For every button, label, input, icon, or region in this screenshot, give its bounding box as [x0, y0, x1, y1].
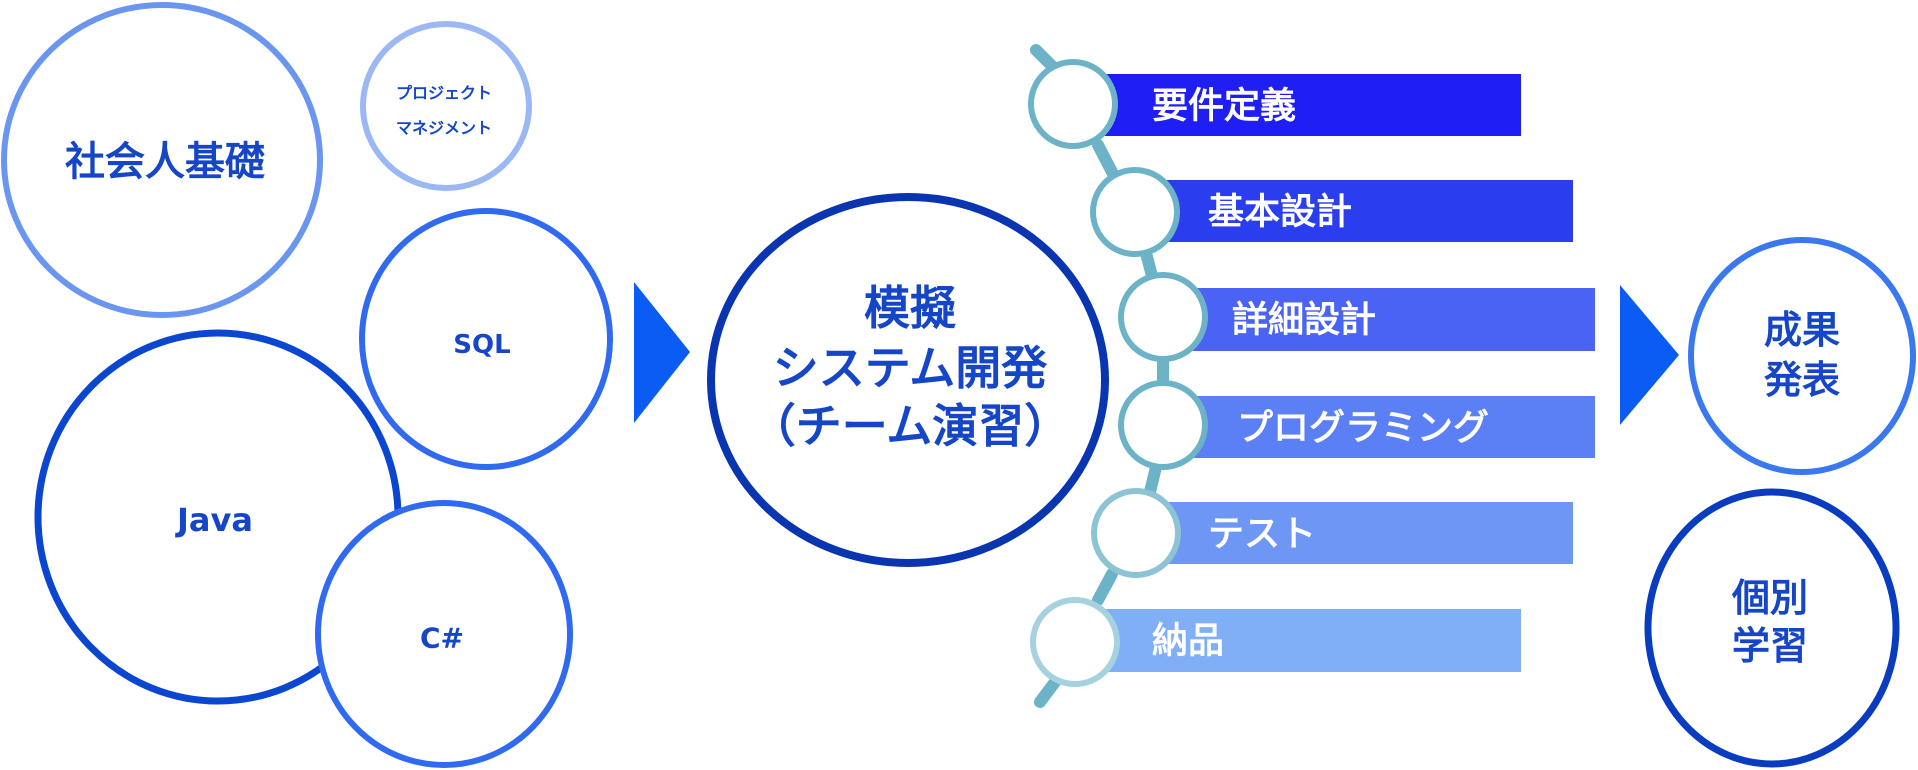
phase-bar-programming: [1180, 396, 1595, 458]
project-management-label-line2: マネジメント: [396, 119, 492, 138]
phase-bar-delivery: [1100, 609, 1521, 672]
chain-ring-icon: [1118, 380, 1208, 470]
project-management-label-line1: プロジェクト: [396, 84, 492, 103]
chain-link: [1140, 247, 1158, 282]
business-basics-label: 社会人基礎: [65, 139, 265, 185]
chain-link: [1144, 461, 1162, 498]
phase-label-detailed-design: 詳細設計: [1232, 300, 1376, 341]
skill-project-management: プロジェクト マネジメント: [360, 21, 532, 191]
csharp-label: C#: [420, 622, 464, 655]
phase-label-basic-design: 基本設計: [1208, 192, 1352, 233]
phase-label-requirements: 要件定義: [1152, 86, 1296, 127]
skill-business-basics: 社会人基礎: [1, 2, 323, 318]
main-label-line1: 模擬: [864, 281, 956, 335]
individual-label-line2: 学習: [1732, 624, 1808, 668]
main-label-line3: （チーム演習）: [750, 399, 1071, 453]
chain-ring-icon: [1118, 272, 1208, 362]
phase-bar-detailed-design: [1180, 288, 1595, 351]
phase-bars: [1100, 74, 1595, 672]
outcome-individual-study: 個別 学習: [1644, 488, 1900, 768]
phase-label-programming: プログラミング: [1237, 408, 1489, 449]
chain-ring-icon: [1028, 59, 1118, 149]
phase-bar-basic-design: [1150, 180, 1573, 242]
phase-label-test: テスト: [1208, 514, 1316, 555]
skill-sql: SQL: [359, 208, 613, 470]
phase-bar-test: [1150, 502, 1573, 564]
presentation-label-line1: 成果: [1764, 308, 1840, 352]
java-label: Java: [175, 501, 253, 539]
arrow-right-icon: [1620, 285, 1679, 425]
main-simulated-development: 模擬 システム開発 （チーム演習）: [707, 193, 1109, 567]
sql-label: SQL: [453, 330, 510, 360]
phase-bar-requirements: [1100, 74, 1521, 136]
presentation-label-line2: 発表: [1764, 358, 1840, 402]
chain-link: [1092, 139, 1118, 178]
chain-link: [1034, 676, 1061, 708]
chain-ring-icon: [1030, 597, 1120, 687]
chain-ring-icon: [1091, 488, 1181, 578]
phase-chain: [1028, 44, 1208, 708]
phase-label-delivery: 納品: [1152, 621, 1224, 662]
skill-csharp: C#: [315, 500, 573, 768]
arrow-right-icon: [634, 282, 690, 423]
chain-link: [1030, 44, 1058, 72]
chain-ring-icon: [1090, 167, 1180, 257]
main-label-line2: システム開発: [773, 341, 1049, 395]
outcome-presentation: 成果 発表: [1688, 237, 1916, 475]
individual-label-line1: 個別: [1731, 576, 1808, 620]
chain-link: [1092, 568, 1118, 606]
